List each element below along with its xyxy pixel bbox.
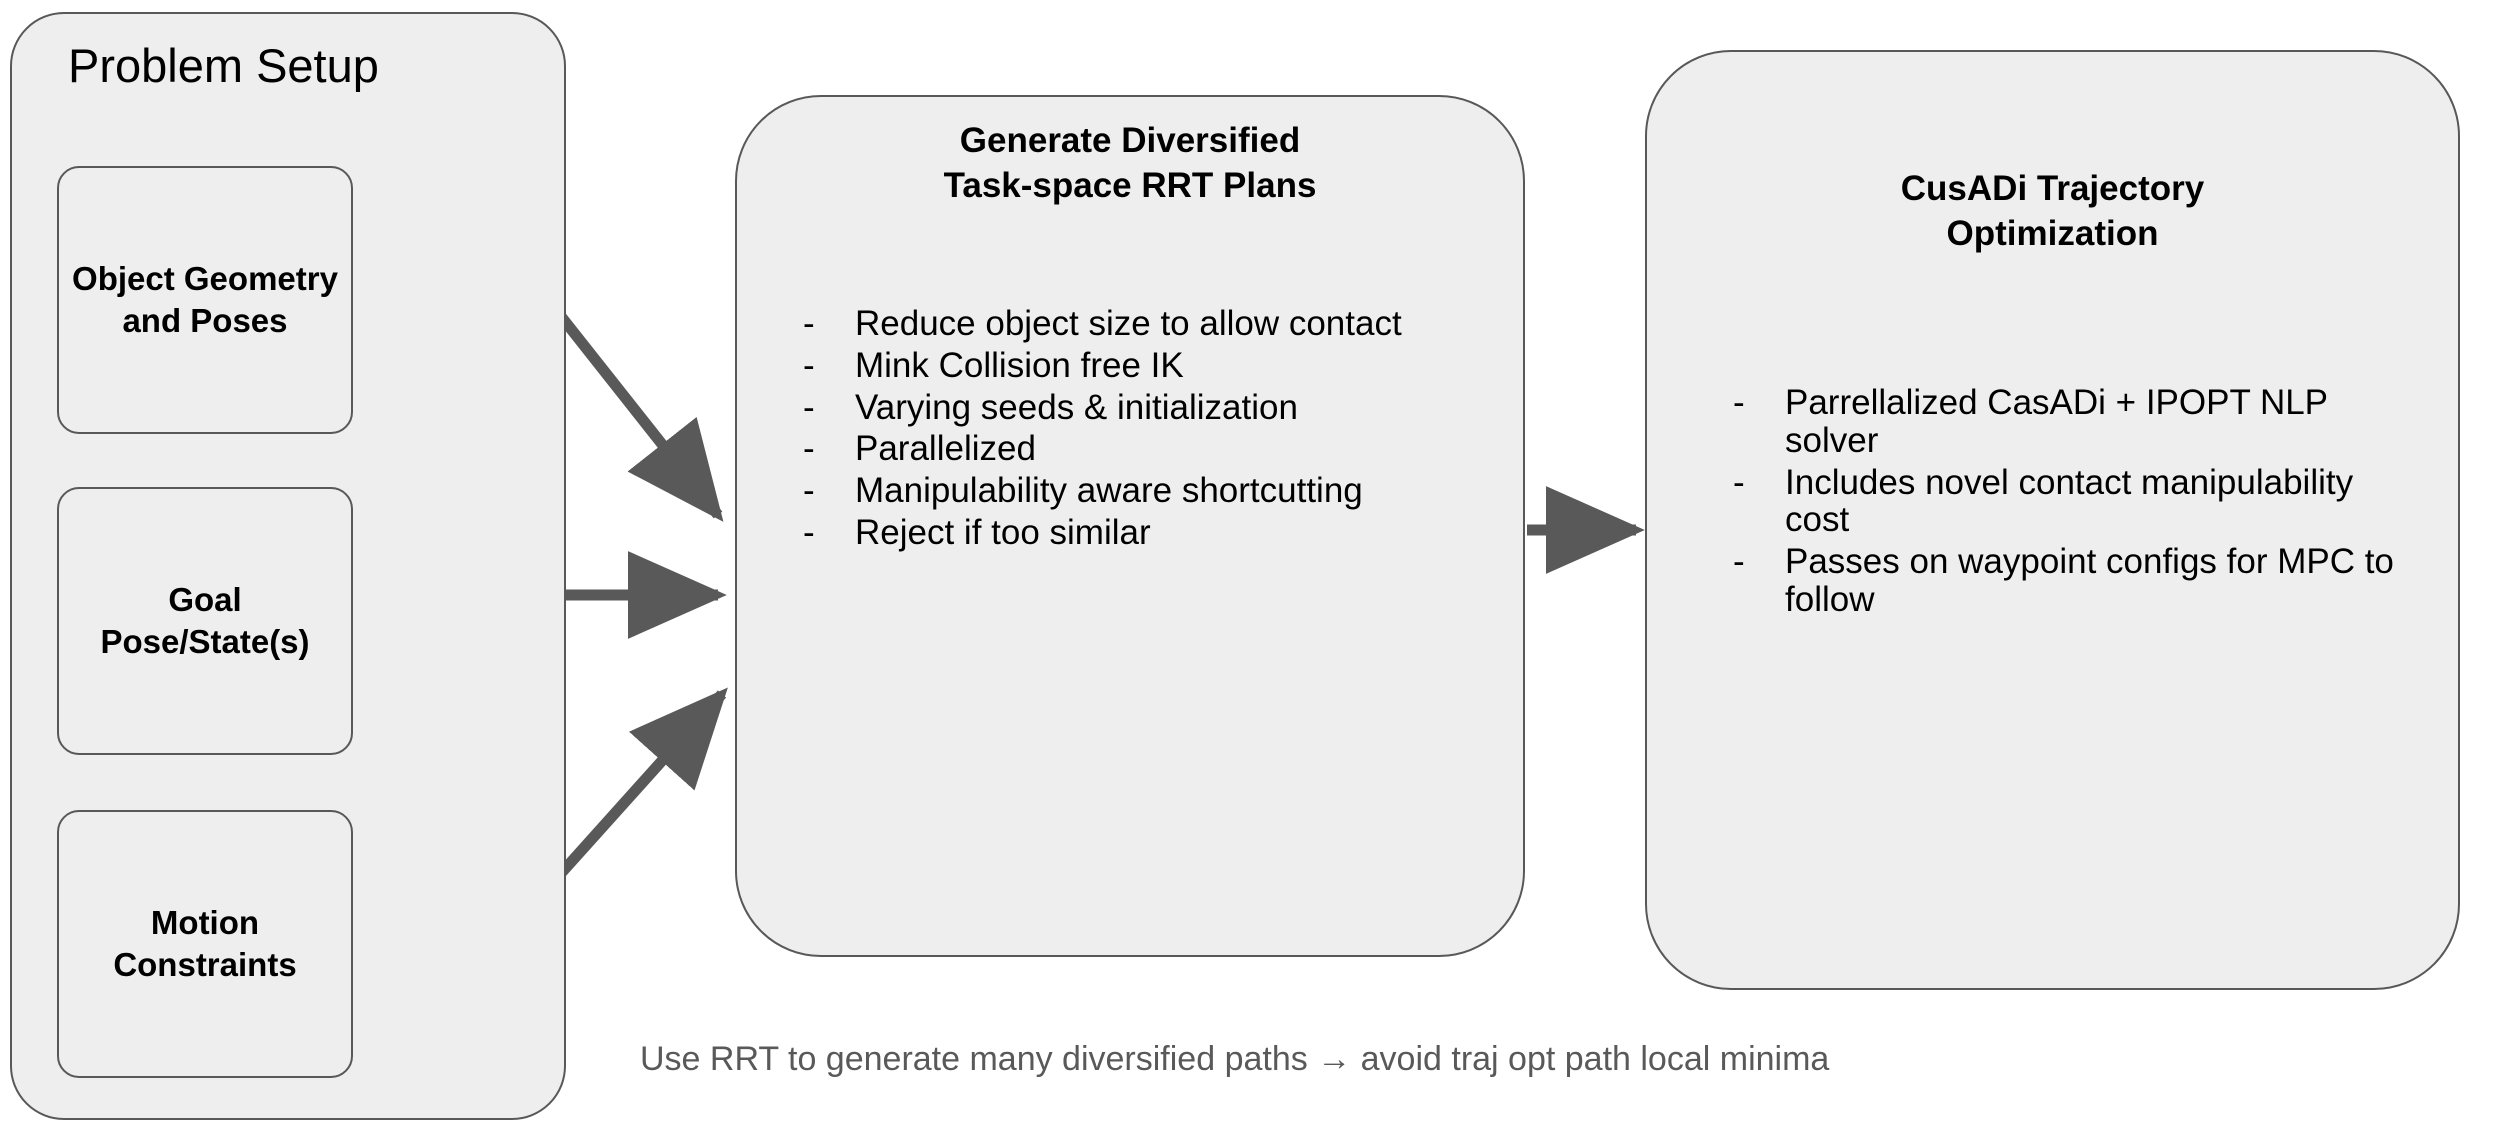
diagram-caption: Use RRT to generate many diversified pat… — [640, 1040, 1830, 1078]
bullet-item: - Parrellalized CasADi + IPOPT NLP solve… — [1733, 384, 2418, 460]
stage-cusadi-bullet-list: - Parrellalized CasADi + IPOPT NLP solve… — [1733, 384, 2418, 623]
stage-cusadi-optimization[interactable]: CusADi Trajectory Optimization - Parrell… — [1645, 50, 2460, 990]
stage-rrt-bullet-list: - Reduce object size to allow contact - … — [803, 305, 1483, 556]
bullet-item: - Mink Collision free IK — [803, 345, 1483, 385]
box-motion-constraints[interactable]: Motion Constraints — [57, 810, 353, 1078]
problem-setup-group: Problem Setup Object Geometry and Poses … — [10, 12, 566, 1120]
bullet-marker: - — [803, 429, 815, 469]
bullet-text: Reduce object size to allow contact — [855, 304, 1402, 343]
bullet-marker: - — [803, 387, 815, 427]
bullet-item: - Includes novel contact manipulability … — [1733, 462, 2418, 540]
bullet-marker: - — [803, 512, 815, 552]
problem-setup-title: Problem Setup — [68, 39, 379, 92]
box-object-geometry-label: Object Geometry and Poses — [72, 259, 338, 339]
box-goal-pose-label: Goal Pose/State(s) — [100, 580, 310, 660]
bullet-item: - Parallelized — [803, 430, 1483, 468]
bullet-text: Includes novel contact manipulability co… — [1785, 462, 2354, 540]
bullet-text: Parrellalized CasADi + IPOPT NLP solver — [1785, 383, 2328, 460]
box-object-geometry-and-poses[interactable]: Object Geometry and Poses — [57, 166, 353, 434]
stage-rrt-heading: Generate Diversified Task-space RRT Plan… — [943, 121, 1317, 205]
bullet-item: - Manipulability aware shortcutting — [803, 472, 1483, 510]
bullet-marker: - — [803, 471, 815, 511]
box-motion-constraints-label: Motion Constraints — [113, 903, 297, 983]
stage-cusadi-heading: CusADi Trajectory Optimization — [1900, 169, 2205, 253]
box-goal-pose-state[interactable]: Goal Pose/State(s) — [57, 487, 353, 755]
bullet-marker: - — [803, 345, 815, 385]
stage-rrt-plans[interactable]: Generate Diversified Task-space RRT Plan… — [735, 95, 1525, 957]
bullet-marker: - — [1733, 462, 1745, 502]
bullet-marker: - — [1733, 383, 1745, 422]
bullet-item: - Reduce object size to allow contact — [803, 305, 1483, 343]
bullet-text: Mink Collision free IK — [855, 345, 1184, 385]
bullet-item: - Varying seeds & initialization — [803, 387, 1483, 427]
bullet-marker: - — [803, 304, 815, 343]
bullet-text: Manipulability aware shortcutting — [855, 471, 1363, 511]
bullet-text: Parallelized — [855, 429, 1036, 469]
bullet-text: Passes on waypoint configs for MPC to fo… — [1785, 542, 2394, 619]
bullet-marker: - — [1733, 542, 1745, 582]
bullet-item: - Passes on waypoint configs for MPC to … — [1733, 543, 2418, 619]
bullet-text: Reject if too similar — [855, 512, 1151, 552]
bullet-item: - Reject if too similar — [803, 514, 1483, 552]
bullet-text: Varying seeds & initialization — [855, 387, 1298, 427]
